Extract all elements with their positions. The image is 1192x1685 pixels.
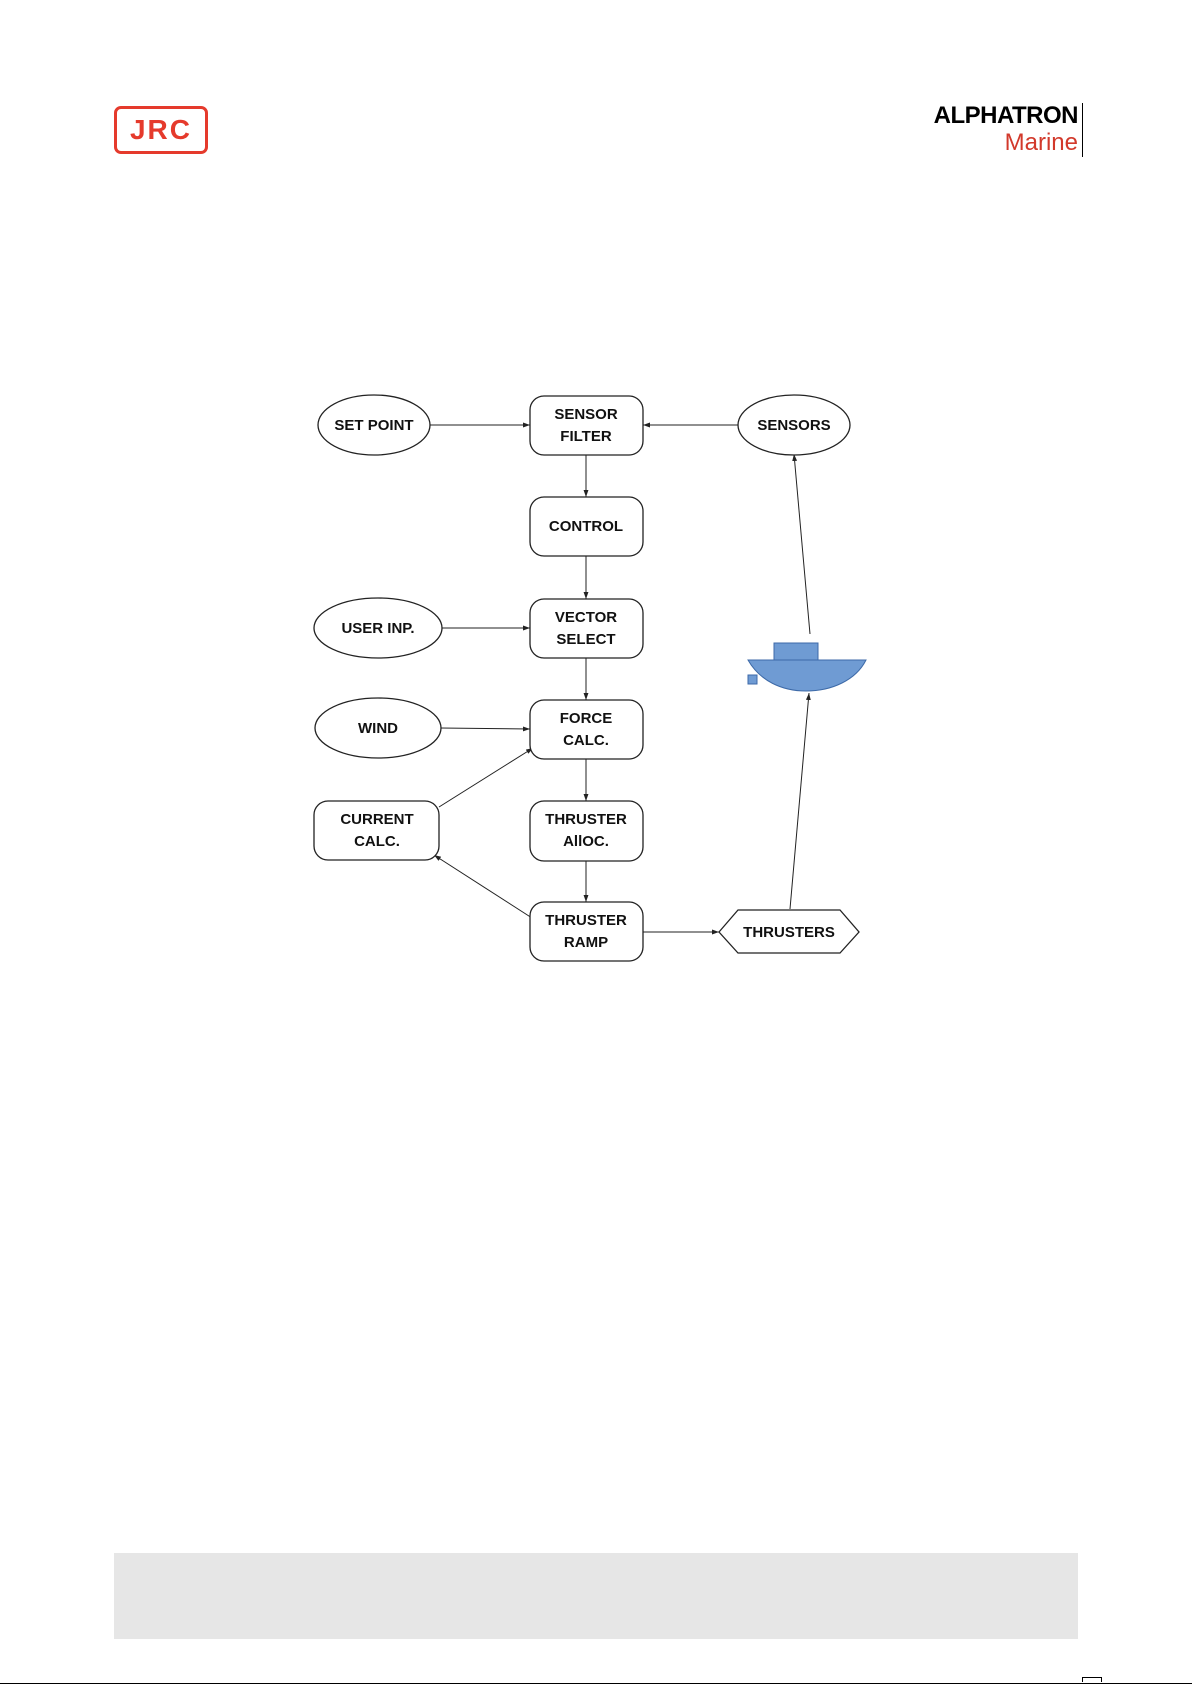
sensor-filter-label-line2: FILTER [560,428,612,445]
page-corner-tick [1082,1677,1102,1682]
ship-icon [748,643,866,691]
bottom-rule [0,1683,1192,1684]
wind-label: WIND [358,720,398,737]
node-vector-select: VECTOR SELECT [530,599,643,658]
current-calc-label-line1: CURRENT [340,811,413,828]
user-inp-label: USER INP. [341,620,414,637]
edge-vessel-to-sensors [794,454,810,634]
sensors-label: SENSORS [757,417,830,434]
footer-band [114,1553,1078,1639]
current-calc-label-line2: CALC. [354,833,400,850]
edge-wind-to-forcecalc [440,728,530,729]
edge-currentcalc-to-forcecalc [439,748,533,807]
node-thruster-ramp: THRUSTER RAMP [530,902,643,961]
vector-select-label-line2: SELECT [556,631,615,648]
force-calc-label-line2: CALC. [563,732,609,749]
control-label: CONTROL [549,518,623,535]
sensor-filter-label-line1: SENSOR [554,406,618,423]
node-control: CONTROL [530,497,643,556]
edge-thrusters-to-vessel [790,693,809,909]
node-user-inp: USER INP. [314,598,442,658]
node-force-calc: FORCE CALC. [530,700,643,759]
force-calc-label-line1: FORCE [560,710,613,727]
thrusters-label: THRUSTERS [743,924,835,941]
node-sensor-filter: SENSOR FILTER [530,396,643,455]
set-point-label: SET POINT [334,417,413,434]
node-current-calc: CURRENT CALC. [314,801,439,860]
thruster-alloc-label-line1: THRUSTER [545,811,627,828]
node-sensors: SENSORS [738,395,850,455]
vector-select-label-line1: VECTOR [555,609,617,626]
node-thrusters: THRUSTERS [719,910,859,953]
node-thruster-alloc: THRUSTER AllOC. [530,801,643,861]
edge-thrusterramp-to-currentcalc [434,855,532,918]
thruster-ramp-label-line1: THRUSTER [545,912,627,929]
thruster-ramp-label-line2: RAMP [564,934,608,951]
node-wind: WIND [315,698,441,758]
node-set-point: SET POINT [318,395,430,455]
thruster-alloc-label-line2: AllOC. [563,833,609,850]
